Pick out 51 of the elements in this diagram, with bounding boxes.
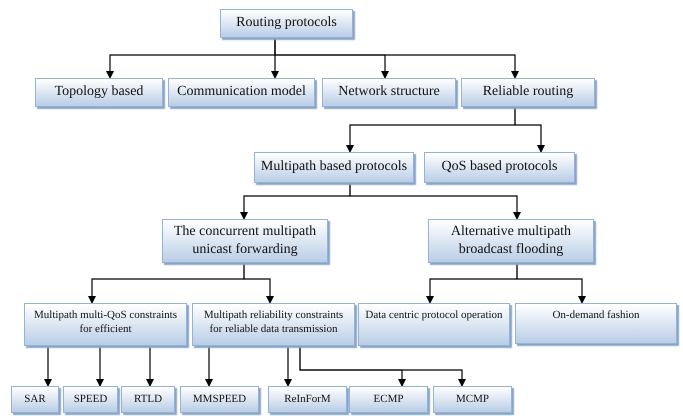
category-box <box>180 386 259 413</box>
connector-arrow <box>44 346 52 387</box>
connector-arrow <box>349 183 521 220</box>
category-box <box>322 78 456 107</box>
box-label: Data centric protocol operation <box>365 308 503 322</box>
box-label: Network structure <box>338 83 440 102</box>
category-box <box>268 386 347 413</box>
box-label: MMSPEED <box>192 392 246 407</box>
box-label: Multipath reliability constraints for reliable data transmission <box>202 308 344 337</box>
box-label: SAR <box>24 392 46 407</box>
box-label: ReInForM <box>284 392 331 407</box>
box-label: QoS based protocols <box>442 158 558 176</box>
category-box <box>424 152 575 183</box>
box-label: Communication model <box>177 83 306 102</box>
category-box <box>11 386 59 413</box>
box-label: ECMP <box>374 392 404 407</box>
box-label: SPEED <box>74 392 108 407</box>
connector-arrow <box>243 263 274 304</box>
category-box <box>461 78 595 107</box>
box-label: Alternative multipath broadcast flooding <box>450 222 572 259</box>
category-box <box>428 219 594 263</box>
box-label: Topology based <box>54 83 144 102</box>
box-label: Routing protocols <box>236 14 337 32</box>
category-box <box>349 386 428 413</box>
category-box <box>358 303 510 346</box>
connector-arrow <box>514 107 545 153</box>
box-label: Multipath multi-QoS constraints for efficient <box>33 308 178 337</box>
category-box <box>433 386 512 413</box>
connector-arrow <box>205 346 213 387</box>
connector-arrow <box>274 38 519 79</box>
connector-arrow <box>146 346 154 387</box>
box-label: RTLD <box>134 392 162 407</box>
category-box <box>220 9 353 38</box>
connector-arrow <box>96 346 104 387</box>
connector-arrow <box>516 263 586 304</box>
box-label: Reliable routing <box>482 83 574 102</box>
category-box <box>35 78 163 107</box>
connector-arrow <box>299 346 466 387</box>
box-label: On-demand fashion <box>552 308 640 322</box>
category-box <box>162 219 328 263</box>
category-box <box>121 386 175 413</box>
category-box <box>515 303 677 344</box>
box-label: The concurrent multipath unicast forwarding <box>172 222 318 259</box>
box-label: MCMP <box>456 392 490 407</box>
category-box <box>168 78 315 107</box>
category-box <box>192 303 355 346</box>
box-label: Multipath based protocols <box>260 158 408 176</box>
category-box <box>254 152 414 183</box>
category-box <box>63 386 118 413</box>
category-box <box>24 303 187 346</box>
connector-arrow <box>284 346 292 387</box>
